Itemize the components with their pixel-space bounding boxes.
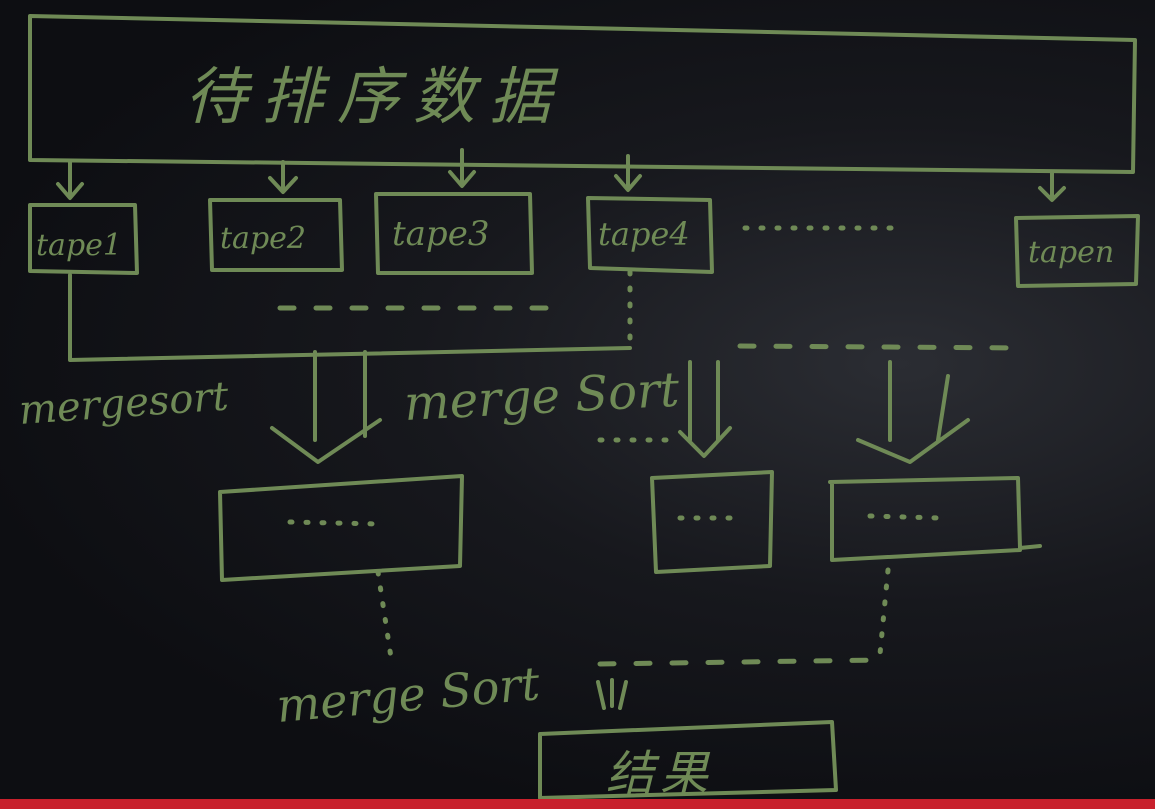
tapen-label: tapen [1028,235,1114,270]
tapen-box [1014,214,1140,288]
run-row [218,470,1042,582]
merge-level-2 [375,567,891,710]
right-group-dashes [737,343,1028,351]
bottom-dashes [597,657,883,667]
tape1-down-line [68,273,632,362]
tape1-box [28,203,139,275]
tape1-label: tape1 [36,228,122,263]
merge-right-arrow [856,360,970,464]
source-data-box [28,14,1137,174]
tape3-box [374,192,534,275]
split-arrows [56,148,1066,202]
tape4-label: tape4 [598,215,690,253]
run3-down-dots [877,567,891,657]
run-box-1-dots [287,519,383,527]
arrow-to-tape2 [268,160,298,194]
tape2-box [208,198,344,272]
mergesort-label-bottom: merge Sort [274,656,542,733]
run1-down-dots [375,569,395,667]
result-box [538,720,838,800]
merge-mid-arrow [678,360,732,458]
run-box-3-dots [867,513,943,521]
result-arrow [596,678,628,710]
source-data-title: 待排序数据 [185,60,565,133]
tape3-label: tape3 [392,214,489,254]
run-box-2 [650,470,774,574]
tape-row: tape1 tape2 tape3 tape4 tapen [28,192,1140,288]
merge-level-1 [68,269,1028,464]
mergesort-label-left: mergesort [17,373,230,434]
run-box-1 [218,474,464,582]
run-box-3 [828,476,1042,562]
arrow-to-tape1 [56,160,84,200]
merge-left-arrow [270,350,382,464]
tape4-box [586,196,714,274]
arrow-to-tape4 [614,154,642,192]
mergesort-label-middle: merge Sort [403,362,682,432]
result-label: 结果 [606,746,714,802]
arrow-to-tapen [1038,170,1066,202]
arrow-to-tape3 [448,148,476,188]
tape2-label: tape2 [220,221,306,256]
board-bottom-edge [0,799,1155,809]
